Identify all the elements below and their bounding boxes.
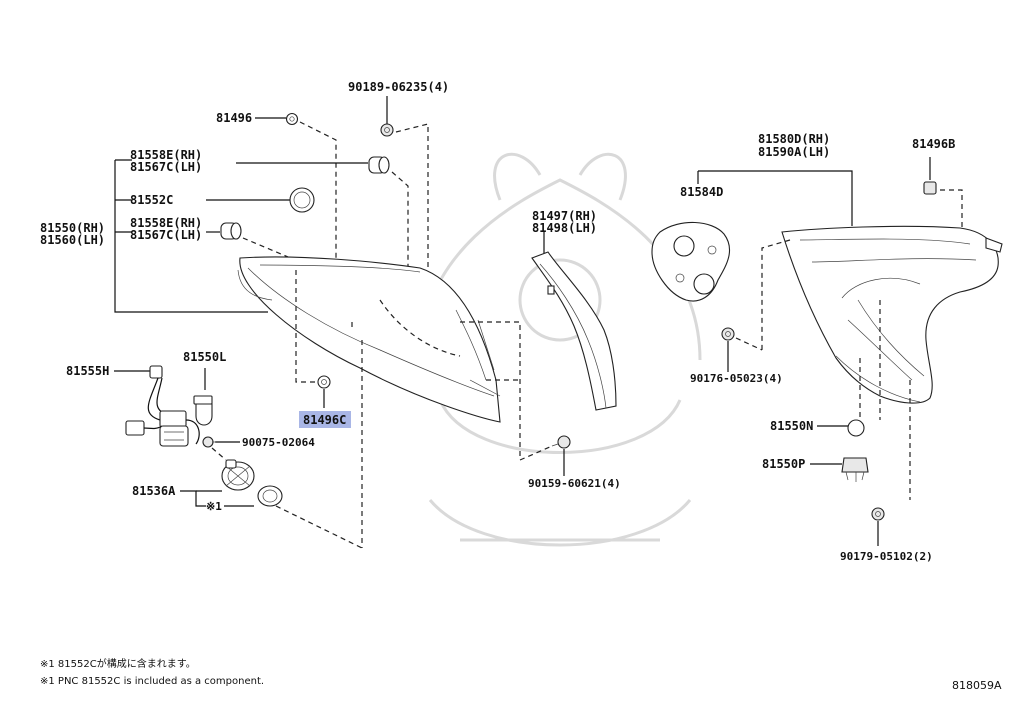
leader-81550: [114, 160, 268, 313]
socket-81536a[interactable]: [221, 459, 255, 491]
label-81560-lh[interactable]: 81560(LH): [40, 233, 105, 247]
label-81580d-rh[interactable]: 81580D(RH): [758, 132, 830, 146]
ring-81552c[interactable]: [289, 187, 315, 213]
screw-90176[interactable]: [721, 327, 735, 341]
nut-90179[interactable]: [871, 507, 885, 521]
diagram-code: 818059A: [952, 679, 1002, 692]
label-81567c-upper[interactable]: 81567C(LH): [130, 160, 202, 174]
gasket-81584d[interactable]: [651, 221, 731, 302]
label-81550n[interactable]: 81550N: [770, 419, 813, 433]
label-81558e-upper[interactable]: 81558E(RH): [130, 148, 202, 162]
label-90189[interactable]: 90189-06235(4): [348, 80, 449, 94]
bulb-81550n[interactable]: [847, 419, 865, 437]
label-81584d[interactable]: 81584D: [680, 185, 723, 199]
label-81567c-lower[interactable]: 81567C(LH): [130, 228, 202, 242]
label-81550l[interactable]: 81550L: [183, 350, 226, 364]
note-japanese: ※1 81552Cが構成に含まれます。: [40, 657, 196, 670]
label-90179[interactable]: 90179-05102(2): [840, 550, 933, 563]
socket-81558e-upper[interactable]: [368, 156, 390, 174]
rear-lamp-81580d[interactable]: [781, 225, 1003, 404]
note-english: ※1 PNC 81552C is included as a component…: [40, 676, 264, 687]
screw-90189[interactable]: [380, 123, 394, 137]
label-81555h[interactable]: 81555H: [66, 364, 109, 378]
garnish-81497[interactable]: [531, 251, 617, 411]
label-81550p[interactable]: 81550P: [762, 457, 805, 471]
bulb-81550l[interactable]: [193, 395, 213, 426]
label-81498-lh[interactable]: 81498(LH): [532, 221, 597, 235]
label-81552c[interactable]: 81552C: [130, 193, 173, 207]
screw-90075[interactable]: [202, 436, 216, 448]
bolt-81496[interactable]: [285, 112, 299, 126]
label-90075[interactable]: 90075-02064: [242, 436, 315, 449]
label-81497-rh[interactable]: 81497(RH): [532, 209, 597, 223]
label-81558e-lower[interactable]: 81558E(RH): [130, 216, 202, 230]
label-mark1: ※1: [206, 500, 222, 513]
socket-81558e-lower[interactable]: [220, 222, 242, 240]
clip-81496c[interactable]: [317, 375, 331, 389]
wire-harness-81555h[interactable]: [125, 365, 200, 447]
label-81496c[interactable]: 81496C: [303, 413, 346, 427]
label-81536a[interactable]: 81536A: [132, 484, 176, 498]
highlight-81496c: [299, 411, 351, 428]
label-81496[interactable]: 81496: [216, 111, 252, 125]
label-81550-rh[interactable]: 81550(RH): [40, 221, 105, 235]
label-81590a-lh[interactable]: 81590A(LH): [758, 145, 830, 159]
tail-lamp-lens-81550[interactable]: [237, 256, 501, 423]
label-81496b[interactable]: 81496B: [912, 137, 955, 151]
ring-mark1[interactable]: [257, 485, 283, 507]
socket-81550p[interactable]: [841, 457, 869, 482]
label-90176[interactable]: 90176-05023(4): [690, 372, 783, 385]
label-90159[interactable]: 90159-60621(4): [528, 477, 621, 490]
screw-90159[interactable]: [551, 435, 571, 449]
clip-81496b[interactable]: [923, 181, 937, 195]
